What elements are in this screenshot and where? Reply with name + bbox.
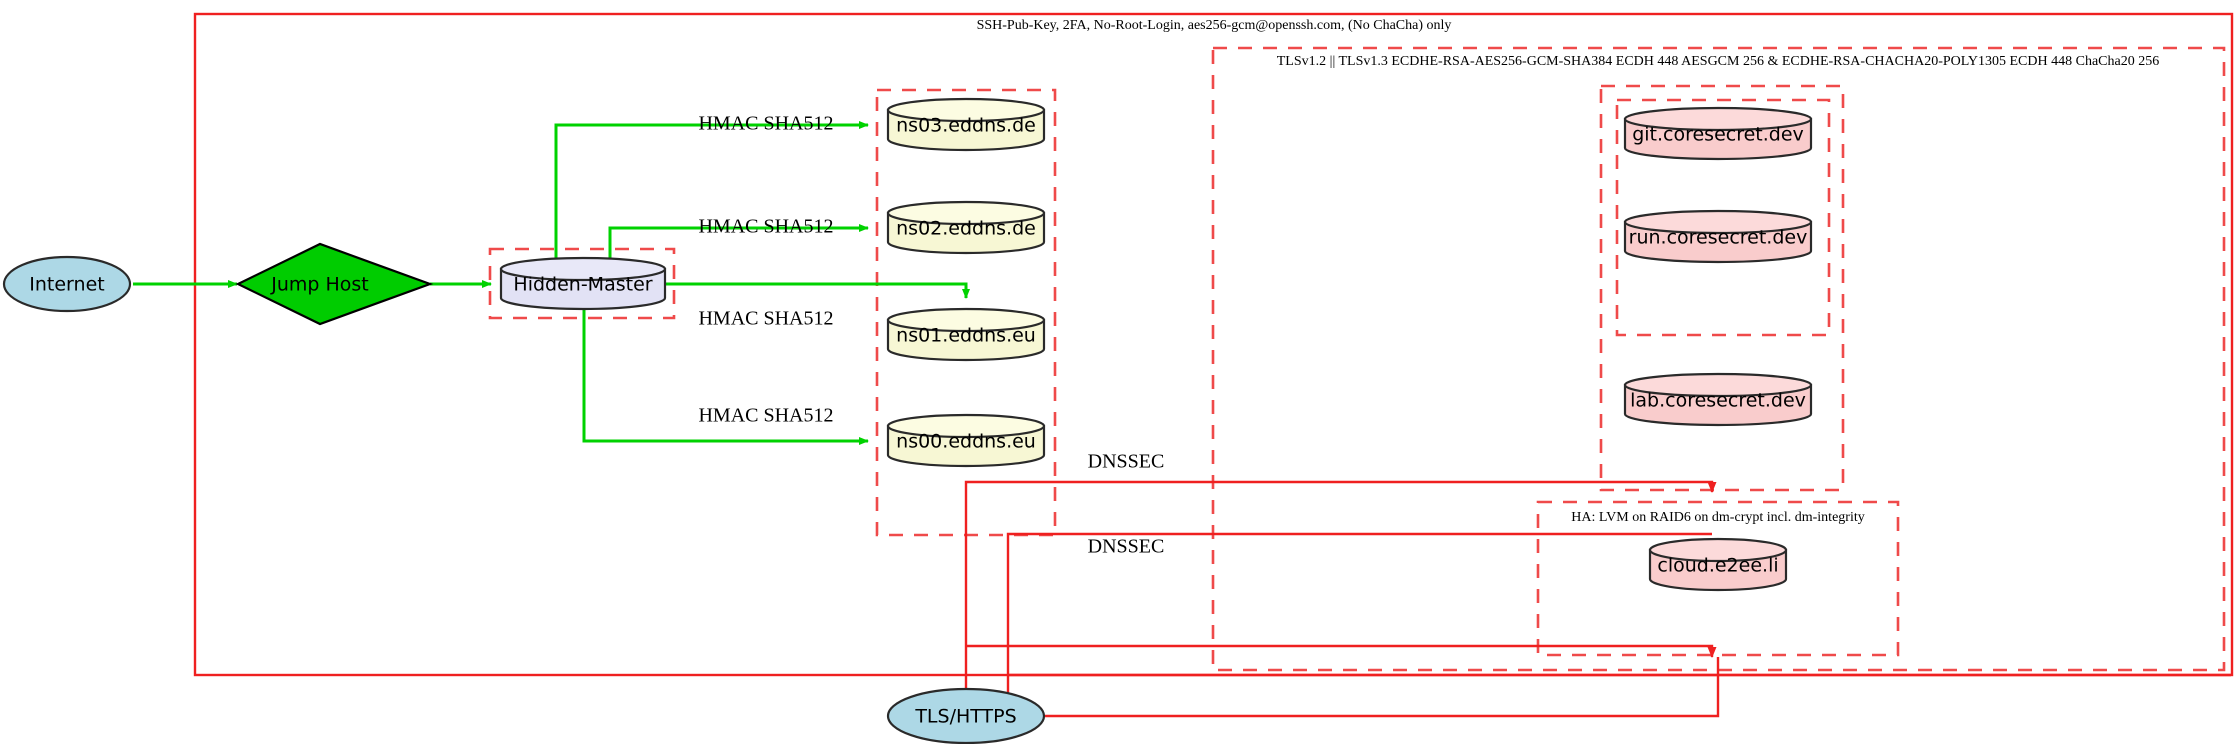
node-ns01[interactable]: ns01.eddns.eu — [886, 307, 1046, 362]
cluster-ha-rect — [1536, 500, 1900, 657]
node-ns03[interactable]: ns03.eddns.de — [886, 97, 1046, 152]
internet-ellipse[interactable] — [2, 255, 132, 313]
red-edges — [964, 480, 2231, 718]
run-label: run.coresecret.dev — [1629, 227, 1808, 249]
ns02-cylinder-top[interactable] — [886, 200, 1046, 226]
edge-labels: HMAC SHA512 HMAC SHA512 HMAC SHA512 HMAC… — [698, 113, 1164, 558]
git-cylinder-top[interactable] — [1623, 106, 1813, 132]
edge-label-hmac-ns01: HMAC SHA512 — [698, 308, 833, 330]
edge-hiddenmaster-to-ns00 — [582, 306, 869, 445]
hidden-master-label: Hidden-Master — [513, 274, 652, 296]
edge-hiddenmaster-to-ns02 — [608, 224, 869, 262]
edge-tls-to-ha-part2 — [966, 644, 1717, 658]
jump-host-diamond[interactable] — [235, 242, 434, 326]
cluster-ha-label: HA: LVM on RAID6 on dm-crypt incl. dm-in… — [1571, 510, 1864, 525]
cluster-tls-label: TLSv1.2 || TLSv1.3 ECDHE-RSA-AES256-GCM-… — [1277, 54, 2159, 69]
cloud-cylinder-top[interactable] — [1648, 537, 1788, 563]
tls-https-ellipse[interactable] — [886, 687, 1046, 744]
run-cylinder-top[interactable] — [1623, 209, 1813, 235]
edge-label-hmac-ns02: HMAC SHA512 — [698, 216, 833, 238]
jump-host-label: Jump Host — [270, 274, 369, 296]
ns01-label: ns01.eddns.eu — [896, 325, 1036, 347]
git-label: git.coresecret.dev — [1632, 124, 1804, 146]
ns03-cylinder-top[interactable] — [886, 97, 1046, 123]
cluster-ha-boundary: HA: LVM on RAID6 on dm-crypt incl. dm-in… — [1536, 500, 1900, 657]
tls-https-label: TLS/HTTPS — [914, 706, 1016, 728]
edge-tls-to-coresecret — [964, 480, 1717, 700]
node-git-coresecret[interactable]: git.coresecret.dev — [1623, 106, 1813, 161]
edge-label-dnssec-lower: DNSSEC — [1088, 536, 1165, 558]
green-edges — [133, 121, 970, 445]
edge-tls-to-ha-part1 — [1006, 532, 1712, 700]
node-cloud-e2ee[interactable]: cloud.e2ee.li — [1648, 537, 1788, 592]
node-run-coresecret[interactable]: run.coresecret.dev — [1623, 209, 1813, 264]
hidden-master-cylinder-top[interactable] — [499, 256, 667, 282]
edge-hiddenmaster-to-ns01 — [666, 282, 970, 299]
edge-hiddenmaster-to-ns03 — [554, 121, 869, 262]
node-hidden-master[interactable]: Hidden-Master — [499, 256, 667, 311]
node-ns02[interactable]: ns02.eddns.de — [886, 200, 1046, 255]
cluster-ssh-label: SSH-Pub-Key, 2FA, No-Root-Login, aes256-… — [977, 18, 1452, 33]
cloud-label: cloud.e2ee.li — [1657, 555, 1778, 577]
node-tls-https[interactable]: TLS/HTTPS — [886, 687, 1046, 744]
lab-cylinder-top[interactable] — [1623, 372, 1813, 398]
edge-label-hmac-ns03: HMAC SHA512 — [698, 113, 833, 135]
node-lab-coresecret[interactable]: lab.coresecret.dev — [1623, 372, 1813, 427]
cluster-coresecret-inner-rect — [1615, 98, 1831, 337]
node-ns00[interactable]: ns00.eddns.eu — [886, 413, 1046, 468]
lab-label: lab.coresecret.dev — [1630, 390, 1806, 412]
edge-label-dnssec-upper: DNSSEC — [1088, 451, 1165, 473]
ns00-cylinder-top[interactable] — [886, 413, 1046, 439]
ns02-label: ns02.eddns.de — [896, 218, 1036, 240]
edge-label-hmac-ns00: HMAC SHA512 — [698, 405, 833, 427]
node-jump-host[interactable]: Jump Host — [235, 242, 434, 326]
node-internet[interactable]: Internet — [2, 255, 132, 313]
internet-label: Internet — [29, 274, 104, 296]
ns00-label: ns00.eddns.eu — [896, 431, 1036, 453]
ns01-cylinder-top[interactable] — [886, 307, 1046, 333]
edge-tls-right-riser — [1038, 657, 1720, 718]
ns03-label: ns03.eddns.de — [896, 115, 1036, 137]
